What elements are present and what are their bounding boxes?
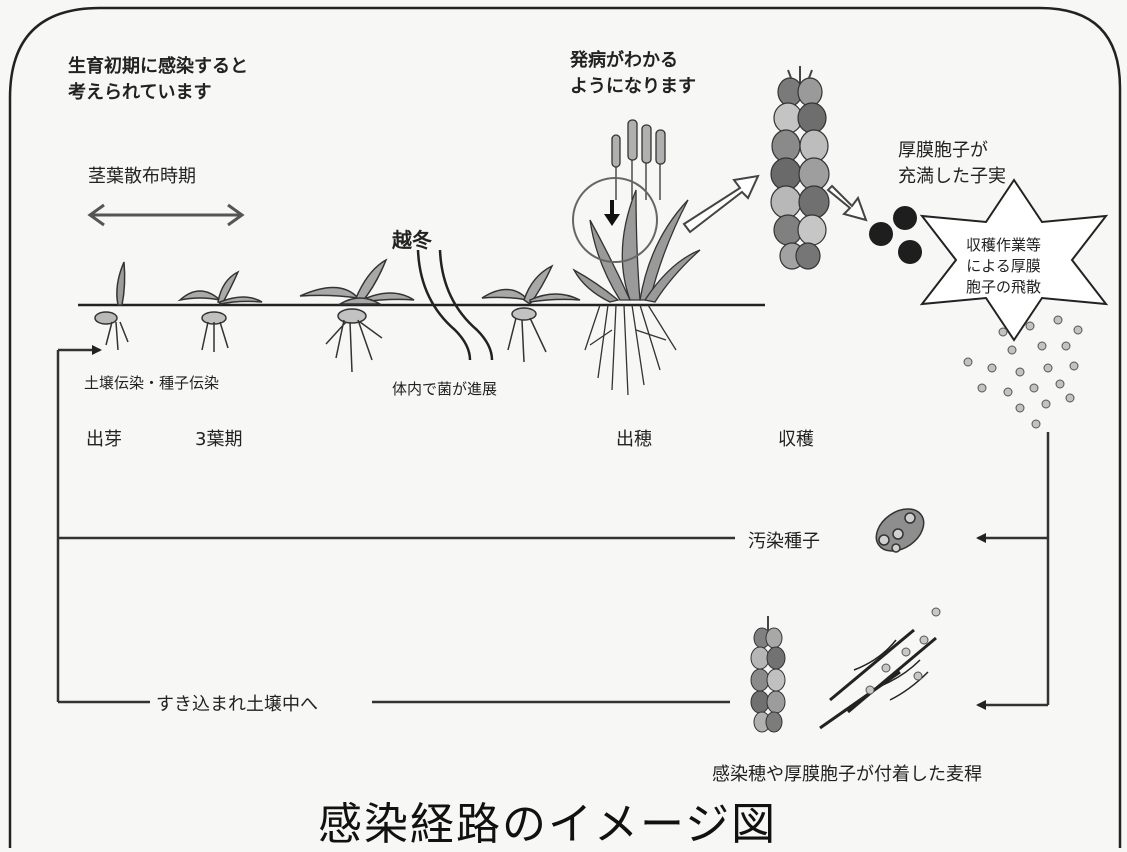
fungus-progress-label: 体内で菌が進展 [392, 380, 498, 398]
overwinter-curves [416, 249, 494, 361]
contaminated-seed-label: 汚染種子 [742, 527, 826, 553]
spray-period-label: 茎葉散布時期 [88, 166, 196, 187]
spore-scatter-star [919, 178, 1109, 342]
return-path-right [976, 432, 1050, 710]
plowed-into-soil-label: すき込まれ土壌中へ [150, 690, 324, 716]
soil-seed-infection-label: 土壌伝染・種子伝染 [84, 374, 220, 392]
hollow-arrow-to-ear [682, 174, 760, 234]
contaminated-seed [875, 508, 925, 553]
spray-period-arrow [87, 203, 245, 227]
scattered-spores [963, 315, 1083, 429]
seedling-3-leaf [177, 270, 263, 352]
plant-after-overwinter [481, 264, 581, 363]
stage-emergence: 出芽 [86, 429, 122, 450]
spore-filled-grains [869, 206, 922, 264]
straw-spores [865, 607, 941, 695]
stage-heading: 出穂 [616, 429, 652, 450]
diseased-ear-large [770, 66, 830, 270]
diagram-title: 感染経路のイメージ図 [318, 799, 778, 850]
seedling-emergence [94, 261, 129, 351]
infected-straw-label: 感染穂や厚膜胞子が付着した麦稈 [712, 764, 982, 785]
harvest-spread-label: 収穫作業等 による厚膜 胞子の飛散 [966, 236, 1042, 296]
stage-harvest: 収穫 [778, 429, 814, 450]
plant-heading [572, 119, 701, 396]
spore-filled-grain-label: 厚膜胞子が 充満した子実 [898, 140, 1006, 187]
early-infection-note: 生育初期に感染すると 考えられています [68, 56, 248, 103]
infected-ear-small [750, 616, 786, 733]
rounded-frame [8, 6, 1122, 848]
hollow-arrow-to-grain [826, 184, 868, 222]
stage-3-leaf: 3葉期 [195, 429, 243, 450]
straw-pieces [819, 628, 937, 730]
disease-visible-note: 発病がわかる ようになります [570, 50, 696, 97]
plant-overwintering [299, 258, 415, 373]
bottom-loop-lines [56, 345, 735, 704]
overwinter-label: 越冬 [392, 228, 432, 252]
